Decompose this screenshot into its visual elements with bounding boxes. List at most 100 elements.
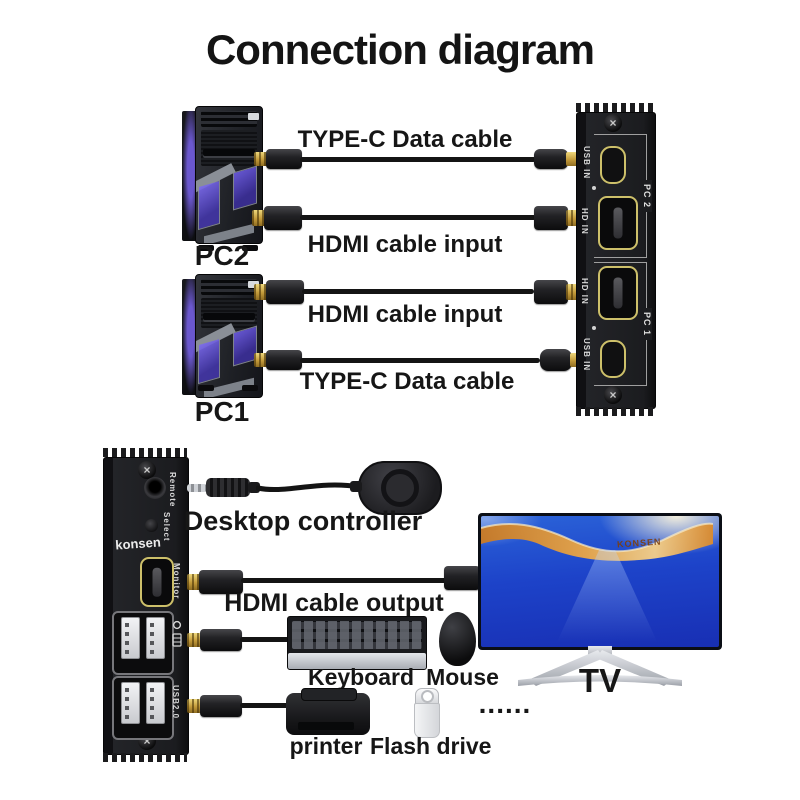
tower-foot: [242, 245, 258, 251]
flash-drive-label: Flash drive: [370, 733, 492, 759]
pc1-tower-image: [182, 274, 263, 400]
printer-tray: [298, 722, 354, 730]
monitor-port: [140, 557, 174, 607]
drive-bays: [201, 111, 257, 127]
pc1-label: PC1: [194, 396, 250, 427]
power-button: [248, 281, 259, 288]
more-devices-dots: ......: [478, 688, 532, 719]
cable-label-hdmi-pc1: HDMI cable input: [307, 301, 503, 328]
usb-ports-usb20: [112, 676, 174, 740]
remote-jack-port: [144, 477, 166, 499]
controller-cable: [256, 482, 362, 493]
typec-plug-tip-icon: [254, 353, 268, 367]
drive-bays: [201, 279, 257, 295]
keyboard-base: [288, 653, 426, 669]
tower-foot: [198, 385, 214, 391]
heatsink-fins: [576, 407, 654, 416]
printer-label: printer: [289, 733, 363, 759]
indicator-dot: [592, 186, 596, 190]
keyboard-label: Keyboard: [307, 664, 415, 690]
pc2-side-panel: [182, 111, 198, 241]
screw-icon: [604, 114, 622, 132]
usb-in-label-pc1: USB IN: [582, 338, 591, 372]
hdmi-cable: [302, 289, 534, 294]
tower-foot: [198, 245, 214, 251]
tower-foot: [242, 385, 258, 391]
printer-image: [286, 688, 370, 735]
hdmi-plug: [264, 206, 302, 230]
hdmi-plug: [199, 570, 243, 594]
usb-plug-tip-icon: [187, 699, 202, 713]
hd-in-label-pc1: HD IN: [580, 277, 589, 305]
hdmi-plug: [534, 206, 568, 230]
keyboard-keys: [292, 621, 422, 649]
hdmi-cable: [300, 215, 536, 220]
tv-label: TV: [578, 662, 622, 699]
typec-cable: [300, 157, 536, 162]
page-title: Connection diagram: [205, 26, 595, 73]
usb-plug: [200, 629, 242, 651]
optical-slot: [203, 313, 255, 322]
flash-drive-image: [414, 688, 440, 738]
cable-boot: [350, 481, 362, 492]
audio-jack-tip-icon: [187, 484, 207, 492]
usb-a-port: [121, 682, 140, 724]
pc2-label: PC2: [194, 240, 250, 271]
usb-a-port: [146, 617, 165, 659]
flash-body: [414, 703, 440, 738]
cable-boot: [248, 482, 260, 493]
hdmi-plug: [534, 280, 568, 304]
select-button: [145, 519, 158, 532]
purple-window: [233, 165, 257, 211]
heatsink-fins: [103, 753, 187, 762]
printer-lid: [301, 688, 357, 701]
cable-label-hdmi-pc2: HDMI cable input: [307, 231, 503, 258]
usb-a-port: [121, 617, 140, 659]
cable-label-typec-pc1: TYPE-C Data cable: [299, 368, 515, 395]
keyboard-image: [287, 616, 427, 670]
usb-in-port-pc2: [600, 146, 626, 184]
hdmi-plug-tip-icon: [254, 284, 268, 300]
audio-jack-body: [206, 478, 250, 497]
hdmi-plug-tip-icon: [252, 210, 266, 226]
usb-plug-tip-icon: [187, 633, 202, 647]
screw-icon: [138, 461, 156, 479]
typec-plug-tip-icon: [254, 152, 268, 166]
tv-screen: konsen: [481, 516, 719, 647]
usb-plug: [200, 695, 242, 717]
hd-in-label-pc2: HD IN: [580, 207, 589, 235]
pc2-port-group: PC 2: [594, 134, 652, 258]
hdmi-plug: [444, 566, 480, 590]
mouse-label: Mouse: [426, 664, 499, 690]
pc1-side-panel: [182, 279, 198, 395]
purple-window: [198, 337, 220, 385]
hd-in-port-pc1: [598, 266, 638, 320]
pc1-port-group: PC 1: [594, 262, 652, 386]
tv-image: konsen: [478, 513, 722, 650]
screw-icon: [604, 386, 622, 404]
purple-window: [198, 179, 220, 231]
typec-plug: [266, 350, 302, 370]
hdmi-output-cable: [241, 578, 447, 583]
desktop-controller-device: [358, 461, 442, 515]
hdmi-plug: [266, 280, 304, 304]
cable-label-typec-pc2: TYPE-C Data cable: [297, 126, 513, 153]
pc2-tower-image: [182, 106, 263, 251]
remote-port-label: Remote: [168, 472, 177, 508]
usb-in-label-pc2: USB IN: [582, 146, 591, 180]
typec-plug: [540, 349, 572, 371]
hd-in-port-pc2: [598, 196, 638, 250]
wallpaper-wave: [481, 522, 713, 561]
mesh-panel: [201, 130, 257, 166]
typec-plug: [266, 149, 302, 169]
pc2-front-panel: [195, 106, 263, 244]
tv-stand: [518, 646, 682, 686]
pc2-group-label: PC 2: [642, 179, 652, 213]
optical-slot: [203, 149, 255, 158]
hdmi-output-label: HDMI cable output: [224, 589, 444, 617]
hdmi-plug-tip-icon: [187, 574, 201, 590]
desktop-controller-label: Desktop controller: [183, 506, 423, 536]
typec-plug-tip-icon: [566, 152, 578, 166]
typec-cable: [300, 358, 540, 363]
